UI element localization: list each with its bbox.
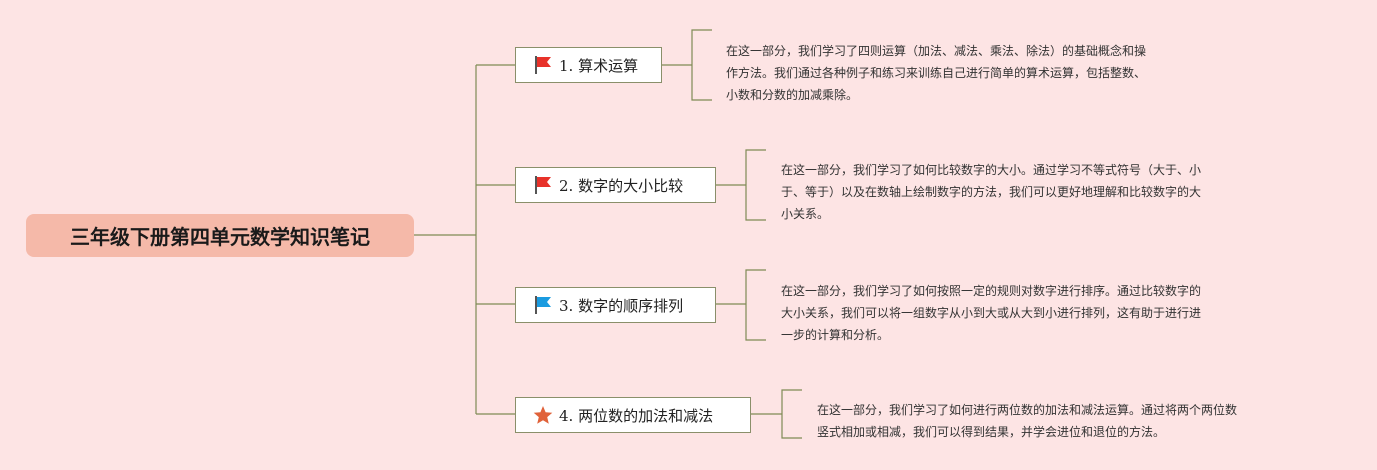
note-2-line-2: 于、等于）以及在数轴上绘制数字的方法，我们可以更好地理解和比较数字的大	[781, 185, 1202, 199]
topic-label-4: 4. 两位数的加法和减法	[559, 406, 714, 425]
note-bracket-4	[781, 389, 802, 439]
note-3-line-3: 一步的计算和分析。	[781, 328, 890, 342]
topic-label-2: 2. 数字的大小比较	[559, 176, 684, 195]
topic-node-2[interactable]: 2. 数字的大小比较	[515, 167, 716, 203]
note-4-line-1: 在这一部分，我们学习了如何进行两位数的加法和减法运算。通过将两个两位数	[817, 403, 1238, 417]
note-2-line-1: 在这一部分，我们学习了如何比较数字的大小。通过学习不等式符号（大于、小	[781, 163, 1202, 177]
topic-node-1[interactable]: 1. 算术运算	[515, 47, 662, 83]
topic-label-3: 3. 数字的顺序排列	[559, 296, 684, 315]
note-4: 在这一部分，我们学习了如何进行两位数的加法和减法运算。通过将两个两位数 竖式相加…	[817, 399, 1237, 443]
orange-star-icon	[532, 404, 554, 426]
note-bracket-1	[691, 29, 712, 101]
note-2: 在这一部分，我们学习了如何比较数字的大小。通过学习不等式符号（大于、小 于、等于…	[781, 159, 1201, 225]
note-bracket-2	[745, 149, 766, 221]
note-2-line-3: 小关系。	[781, 207, 830, 221]
root-title: 三年级下册第四单元数学知识笔记	[70, 225, 370, 249]
root-node[interactable]: 三年级下册第四单元数学知识笔记	[26, 214, 414, 257]
red-flag-icon	[532, 54, 554, 76]
note-3: 在这一部分，我们学习了如何按照一定的规则对数字进行排序。通过比较数字的 大小关系…	[781, 280, 1201, 346]
note-1-line-1: 在这一部分，我们学习了四则运算（加法、减法、乘法、除法）的基础概念和操	[726, 44, 1147, 58]
note-3-line-1: 在这一部分，我们学习了如何按照一定的规则对数字进行排序。通过比较数字的	[781, 284, 1202, 298]
red-flag-icon	[532, 174, 554, 196]
blue-flag-icon	[532, 294, 554, 316]
note-bracket-3	[745, 269, 766, 341]
note-1: 在这一部分，我们学习了四则运算（加法、减法、乘法、除法）的基础概念和操 作方法。…	[726, 40, 1146, 106]
note-1-line-2: 作方法。我们通过各种例子和练习来训练自己进行简单的算术运算，包括整数、	[726, 66, 1147, 80]
note-3-line-2: 大小关系，我们可以将一组数字从小到大或从大到小进行排列，这有助于进行进	[781, 306, 1202, 320]
topic-label-1: 1. 算术运算	[559, 56, 639, 75]
note-4-line-2: 竖式相加或相减，我们可以得到结果，并学会进位和退位的方法。	[817, 425, 1166, 439]
note-1-line-3: 小数和分数的加减乘除。	[726, 88, 859, 102]
topic-node-4[interactable]: 4. 两位数的加法和减法	[515, 397, 751, 433]
topic-node-3[interactable]: 3. 数字的顺序排列	[515, 287, 716, 323]
